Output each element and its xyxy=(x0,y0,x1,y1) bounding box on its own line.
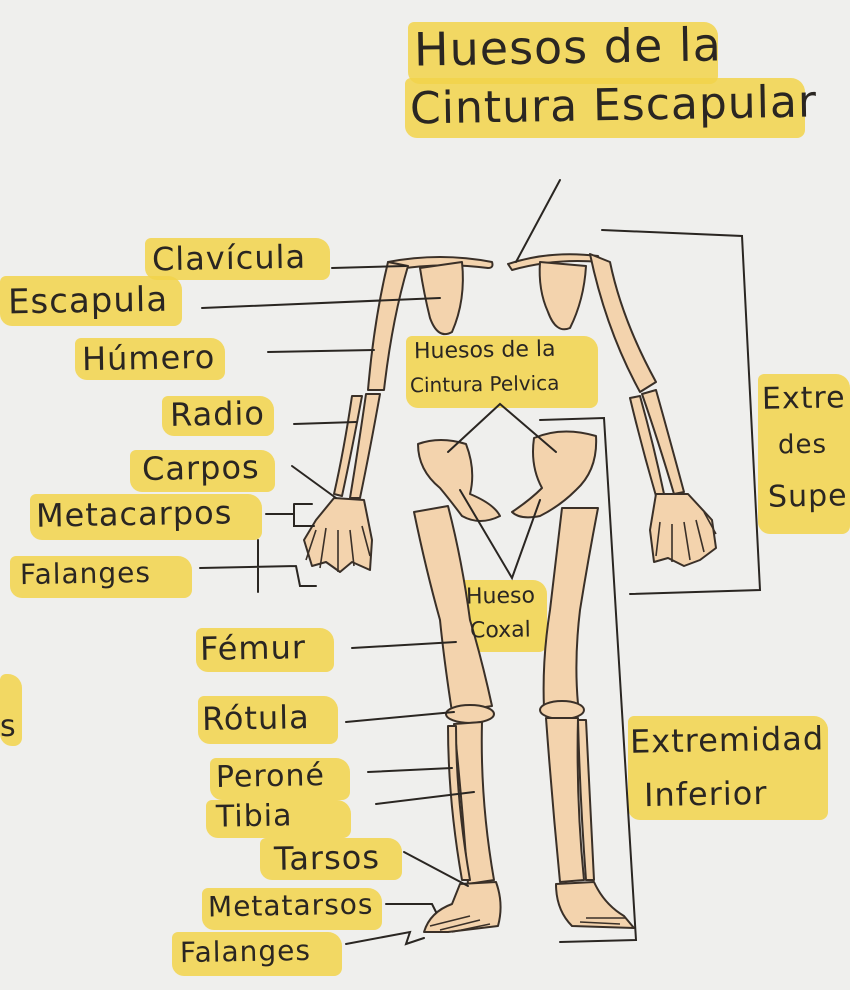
rotula-pointer xyxy=(346,712,454,722)
falanges-mano-label: Falanges xyxy=(20,559,151,589)
humero-label: Húmero xyxy=(82,341,216,375)
tarsos-label: Tarsos xyxy=(274,841,380,875)
lower-limb-line-2: Inferior xyxy=(644,777,768,811)
left-edge-fragment: s xyxy=(0,712,17,742)
lower-limb-line-1: Extremidad xyxy=(630,722,825,757)
right-femur xyxy=(544,508,598,708)
metatarsos-pointer xyxy=(386,904,436,912)
humero-pointer xyxy=(268,350,374,352)
escapula-pointer xyxy=(202,298,440,308)
right-patella xyxy=(540,701,584,719)
femur-pointer xyxy=(352,642,456,648)
right-scapula xyxy=(540,262,586,329)
perone-pointer xyxy=(368,768,452,772)
right-foot xyxy=(556,882,634,928)
title-pointer xyxy=(516,180,560,262)
upper-limb-line-1: Extre xyxy=(762,383,846,414)
carpos-label: Carpos xyxy=(142,451,260,485)
clavicula-label: Clavícula xyxy=(152,241,307,276)
upper-limb-line-3: Supe xyxy=(768,481,848,512)
falanges-pie-pointer xyxy=(346,932,424,944)
rotula-label: Rótula xyxy=(202,701,310,735)
right-hand xyxy=(650,494,716,566)
metacarpos-label: Metacarpos xyxy=(36,496,233,531)
femur-label: Fémur xyxy=(200,631,306,665)
right-hip-bone xyxy=(512,431,596,517)
radio-label: Radio xyxy=(170,397,265,431)
carpos-pointer xyxy=(292,466,336,498)
metatarsos-label: Metatarsos xyxy=(208,891,374,922)
falanges-mano-pointer xyxy=(200,540,316,592)
perone-label: Peroné xyxy=(216,761,325,793)
pelvic-girdle-line-2: Cintura Pelvica xyxy=(410,373,560,396)
title-line-2: Cintura Escapular xyxy=(410,80,818,131)
coxal-line-1: Hueso xyxy=(466,585,535,608)
pelvic-girdle-line-1: Huesos de la xyxy=(414,339,556,363)
escapula-label: Escapula xyxy=(8,283,169,320)
left-patella xyxy=(446,705,494,723)
falanges-pie-label: Falanges xyxy=(180,937,311,967)
right-humerus xyxy=(590,254,656,392)
upper-limb-line-2: des xyxy=(778,432,827,459)
left-humerus xyxy=(368,262,408,390)
coxal-line-2: Coxal xyxy=(470,619,531,642)
metacarpos-pointer xyxy=(266,504,314,526)
tibia-label: Tibia xyxy=(216,801,293,832)
title-line-1: Huesos de la xyxy=(414,21,723,72)
